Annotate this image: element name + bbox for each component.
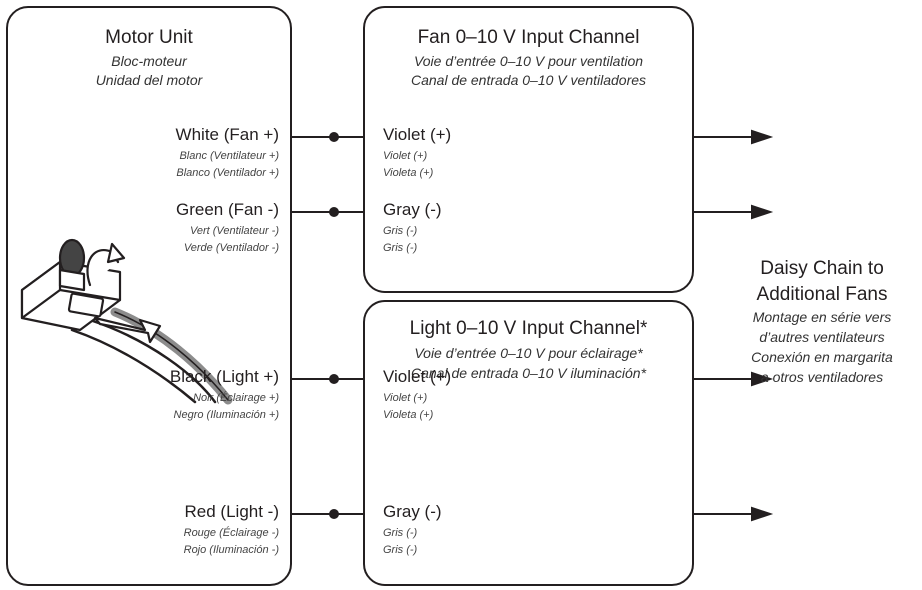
output-arrow [694, 506, 774, 522]
fan-channel-title: Fan 0–10 V Input Channel [417, 27, 640, 48]
wire-label-black: Black (Light +) [169, 367, 279, 386]
junction-dot [329, 132, 339, 142]
wire-label-green-es: Verde (Ventilador -) [183, 242, 279, 254]
fan-channel-title-es: Canal de entrada 0–10 V ventiladores [410, 72, 647, 88]
connector-illustration [20, 238, 233, 405]
daisy-chain-es-1: Conexión en margarita [751, 349, 893, 365]
motor-unit-title: Motor Unit [105, 27, 193, 48]
wire-label-white-es: Blanco (Ventilador +) [176, 167, 279, 179]
daisy-chain-title-2: Additional Fans [756, 284, 888, 305]
wire-label-black-fr: Noir (Éclairage +) [193, 392, 279, 404]
wire-label-red-fr: Rouge (Éclairage -) [183, 527, 279, 539]
fan-wire-gray: Gray (-) [383, 200, 442, 219]
output-arrow [694, 371, 774, 387]
light-channel-title: Light 0–10 V Input Channel* [409, 318, 648, 339]
junction-dot [329, 207, 339, 217]
wire-label-white-fr: Blanc (Ventilateur +) [179, 150, 279, 162]
output-arrow [694, 204, 774, 220]
output-arrow [694, 129, 774, 145]
daisy-chain-es-2: a otros ventiladores [760, 369, 884, 385]
wire-label-green-fr: Vert (Ventilateur -) [189, 225, 279, 237]
motor-unit-title-fr: Bloc-moteur [111, 53, 187, 69]
wire-label-red: Red (Light -) [184, 502, 279, 521]
wire-label-black-es: Negro (Iluminación +) [173, 409, 279, 421]
fan-channel-box [363, 6, 694, 293]
junction-dot [329, 509, 339, 519]
daisy-chain-fr-2: d’autres ventilateurs [759, 329, 885, 345]
light-channel-title-fr: Voie d’entrée 0–10 V pour éclairage* [414, 345, 643, 361]
fan-wire-violet-fr: Violet (+) [383, 150, 428, 162]
daisy-chain-title-1: Daisy Chain to [760, 258, 884, 279]
fan-channel-title-fr: Voie d’entrée 0–10 V pour ventilation [413, 53, 644, 69]
fan-wire-violet: Violet (+) [383, 125, 452, 144]
wire-label-green: Green (Fan -) [176, 200, 279, 219]
daisy-chain-fr-1: Montage en série vers [752, 309, 892, 325]
fan-wire-violet-es: Violeta (+) [383, 167, 434, 179]
wire-label-red-es: Rojo (Iluminación -) [183, 544, 279, 556]
light-wire-violet-es: Violeta (+) [383, 409, 434, 421]
junction-dot [329, 374, 339, 384]
fan-wire-gray-fr: Gris (-) [383, 225, 418, 237]
fan-wire-gray-es: Gris (-) [383, 242, 418, 254]
wire-label-white: White (Fan +) [175, 125, 279, 144]
light-wire-gray: Gray (-) [383, 502, 442, 521]
light-wire-violet-fr: Violet (+) [383, 392, 428, 404]
light-wire-gray-es: Gris (-) [383, 544, 418, 556]
light-channel-title-es: Canal de entrada 0–10 V iluminación* [410, 365, 647, 381]
light-wire-gray-fr: Gris (-) [383, 527, 418, 539]
light-wire-violet: Violet (+) [383, 367, 452, 386]
light-channel-box [363, 300, 694, 586]
motor-unit-title-es: Unidad del motor [95, 72, 203, 88]
